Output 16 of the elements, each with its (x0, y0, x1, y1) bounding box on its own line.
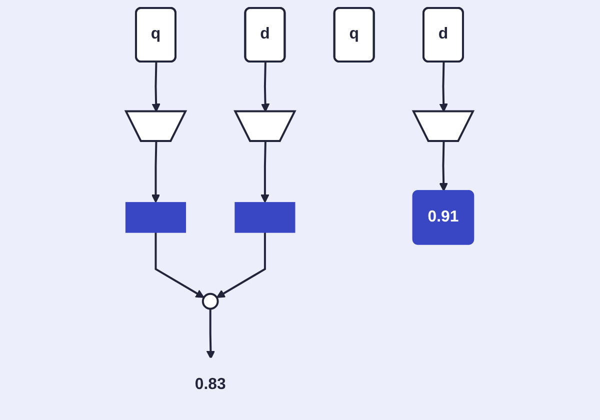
arrow (216, 232, 266, 298)
arrow (152, 141, 160, 203)
arrow (261, 62, 270, 112)
arrow (152, 62, 161, 112)
node-bar (234, 202, 296, 233)
node-circle (202, 292, 220, 310)
node-trapezoid (124, 110, 188, 142)
arrow (439, 62, 448, 112)
arrow (206, 308, 216, 360)
node-text: 0.83 (195, 376, 226, 394)
node-trapezoid (412, 110, 475, 142)
arrow (154, 232, 205, 298)
node-trapezoid (234, 110, 297, 142)
node-bar (126, 202, 186, 233)
arrow (439, 141, 448, 192)
arrow (260, 141, 270, 203)
